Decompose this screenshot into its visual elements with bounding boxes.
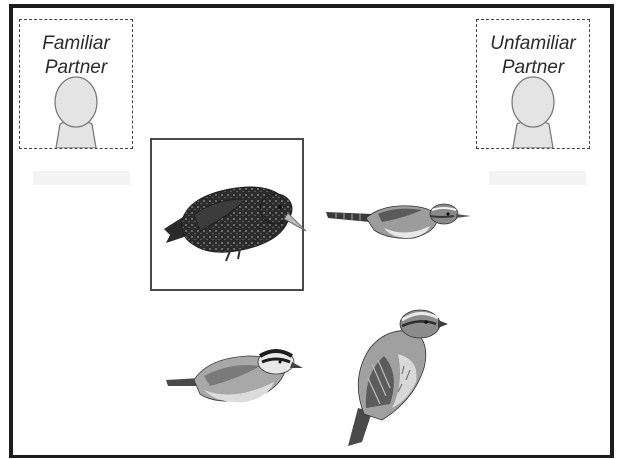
bird-sparrow[interactable] (344, 304, 450, 448)
person-silhouette-icon (477, 76, 589, 148)
unfamiliar-partner-card: Unfamiliar Partner (476, 19, 590, 149)
unfamiliar-partner-label: Unfamiliar Partner (477, 32, 589, 80)
familiar-partner-card: Familiar Partner (19, 19, 133, 149)
familiar-partner-label-line1: Familiar (20, 32, 132, 56)
familiar-partner-shadow (33, 171, 130, 185)
bird-starling[interactable] (160, 175, 308, 267)
familiar-partner-label: Familiar Partner (20, 32, 132, 80)
unfamiliar-partner-label-line1: Unfamiliar (477, 32, 589, 56)
unfamiliar-partner-shadow (489, 171, 586, 185)
bird-nuthatch[interactable] (164, 340, 304, 406)
person-silhouette-icon (20, 76, 132, 148)
bird-wren[interactable] (326, 196, 472, 242)
